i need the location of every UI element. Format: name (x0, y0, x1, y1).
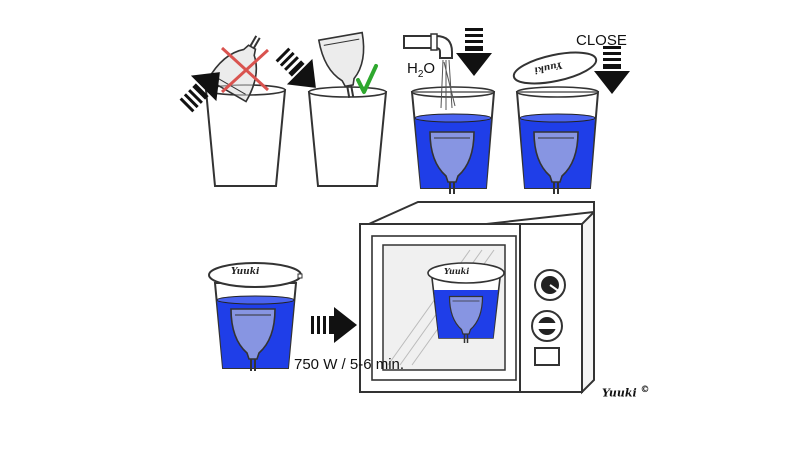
microwave-power-label: 750 W / 5-6 min. (294, 356, 405, 373)
lid-brand-text: Yuuki (444, 266, 470, 276)
step-5-arrow-icon (311, 307, 357, 343)
step-4-arrow-icon (594, 46, 630, 94)
step-2-glass (307, 86, 388, 187)
lid-brand-text: Yuuki (231, 267, 260, 277)
copyright-symbol: © (640, 385, 650, 395)
faucet-icon (403, 33, 456, 110)
brand-logo: Yuuki © (602, 385, 650, 400)
check-icon (356, 64, 378, 94)
cross-icon (220, 46, 270, 94)
step-3-arrow-icon (456, 28, 492, 76)
close-label: CLOSE (576, 32, 627, 49)
step-4-lid (512, 51, 598, 85)
water-label: H2O (407, 60, 436, 80)
